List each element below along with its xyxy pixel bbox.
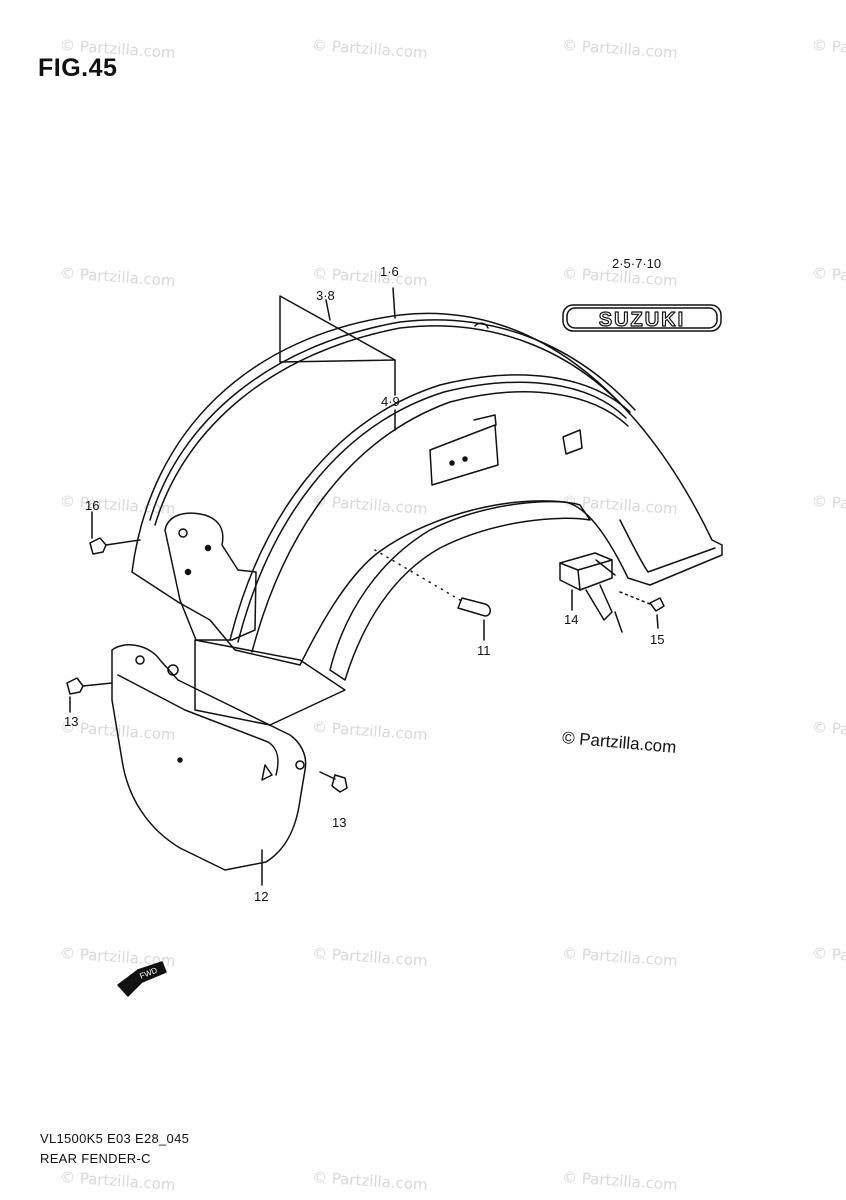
fender-groove [229,374,631,641]
bolt-16 [89,537,141,555]
bolt-15 [619,591,665,612]
lower-cover-inner [117,674,279,776]
light-unit-14 [559,552,623,633]
callout-12: 12 [254,889,269,904]
callout-11: 11 [477,643,491,658]
fwd-arrow-icon: FWD [117,961,167,997]
suzuki-badge: SUZUKI [562,304,722,332]
leader-3-8 [325,299,331,321]
rear-fender-shell [131,312,723,666]
fender-bracket-left [164,512,257,641]
callout-4-9: 4·9 [381,394,400,409]
callout-16: 16 [85,498,100,513]
callout-1-6: 1·6 [380,264,399,279]
svg-text:SUZUKI: SUZUKI [599,309,685,331]
bolt-13-left [66,677,113,695]
leader-15 [656,614,659,629]
fender-groove-3 [251,391,629,653]
bolt-13-right [319,771,348,793]
figure-title: FIG.45 [38,54,118,82]
callout-15: 15 [650,632,665,647]
fender-top-edge-inner [154,325,631,526]
fender-groove-2 [237,381,627,643]
fender-top-edge [149,319,636,521]
part-name: REAR FENDER-C [40,1151,151,1166]
fender-tail-edge [619,519,716,573]
callout-13-right: 13 [332,815,347,830]
callout-14: 14 [564,612,579,627]
lower-cover [111,644,307,871]
leader-1-6 [392,287,396,319]
bolt-11 [374,549,491,617]
fender-plate [429,424,499,486]
spacer-plate [194,639,346,726]
model-code: VL1500K5 E03 E28_045 [40,1131,190,1146]
leader-bracket-3-8 [279,295,396,363]
callout-13-left: 13 [64,714,79,729]
callout-3-8: 3·8 [316,288,335,303]
callout-2-5-7-10: 2·5·7·10 [612,256,662,271]
fender-inner-rim [329,500,591,681]
fender-plate-top [473,414,497,426]
